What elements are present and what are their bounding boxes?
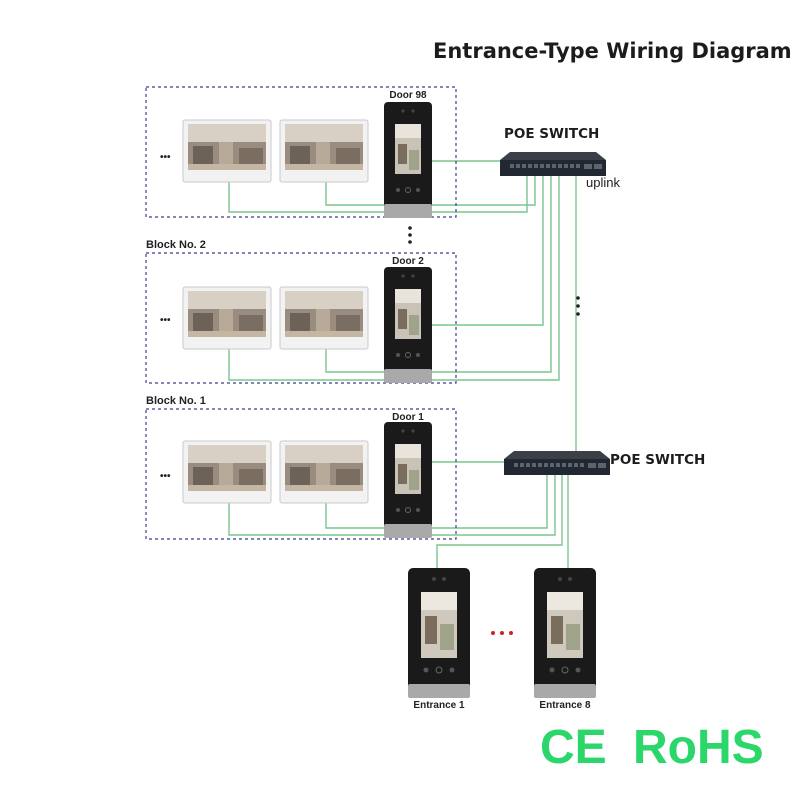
block-continuation-dots <box>408 226 412 244</box>
block-1-frame <box>145 408 457 540</box>
poe-switch-top-label: POE SWITCH <box>504 126 599 142</box>
block-2-monitor-1 <box>182 286 272 350</box>
door-2-label: Door 2 <box>392 256 424 267</box>
block-98-door-station <box>383 101 433 219</box>
entrance-8-station <box>533 567 597 699</box>
rohs-mark: RoHS <box>633 721 764 774</box>
block-1-monitor-2 <box>279 440 369 504</box>
poe-switch-bottom <box>504 451 610 475</box>
block-1-ellipsis: ••• <box>160 471 171 482</box>
poe-switch-top <box>500 152 606 176</box>
block-2-ellipsis: ••• <box>160 315 171 326</box>
entrance-8-label: Entrance 8 <box>539 700 591 711</box>
uplink-dots <box>576 296 580 316</box>
block-1-monitor-1 <box>182 440 272 504</box>
ce-mark: CE <box>540 721 607 774</box>
entrance-1-label: Entrance 1 <box>413 700 465 711</box>
block-1-label: Block No. 1 <box>146 395 206 407</box>
block-2-label: Block No. 2 <box>146 239 206 251</box>
block-98-ellipsis: ••• <box>160 152 171 163</box>
uplink-label: uplink <box>586 175 620 190</box>
poe-switch-bottom-label: POE SWITCH <box>610 452 705 468</box>
entrance-1-station <box>407 567 471 699</box>
entrance-ellipsis-dots <box>491 631 513 635</box>
block-1-door-station <box>383 421 433 539</box>
door-98-label: Door 98 <box>389 90 427 101</box>
diagram-title: Entrance-Type Wiring Diagram <box>433 39 792 63</box>
block-2-monitor-2 <box>279 286 369 350</box>
door-1-label: Door 1 <box>392 412 424 423</box>
block-98-monitor-1 <box>182 119 272 183</box>
block-2-frame <box>145 252 457 384</box>
block-98-frame <box>145 86 457 218</box>
block-2-door-station <box>383 266 433 384</box>
block-98-monitor-2 <box>279 119 369 183</box>
